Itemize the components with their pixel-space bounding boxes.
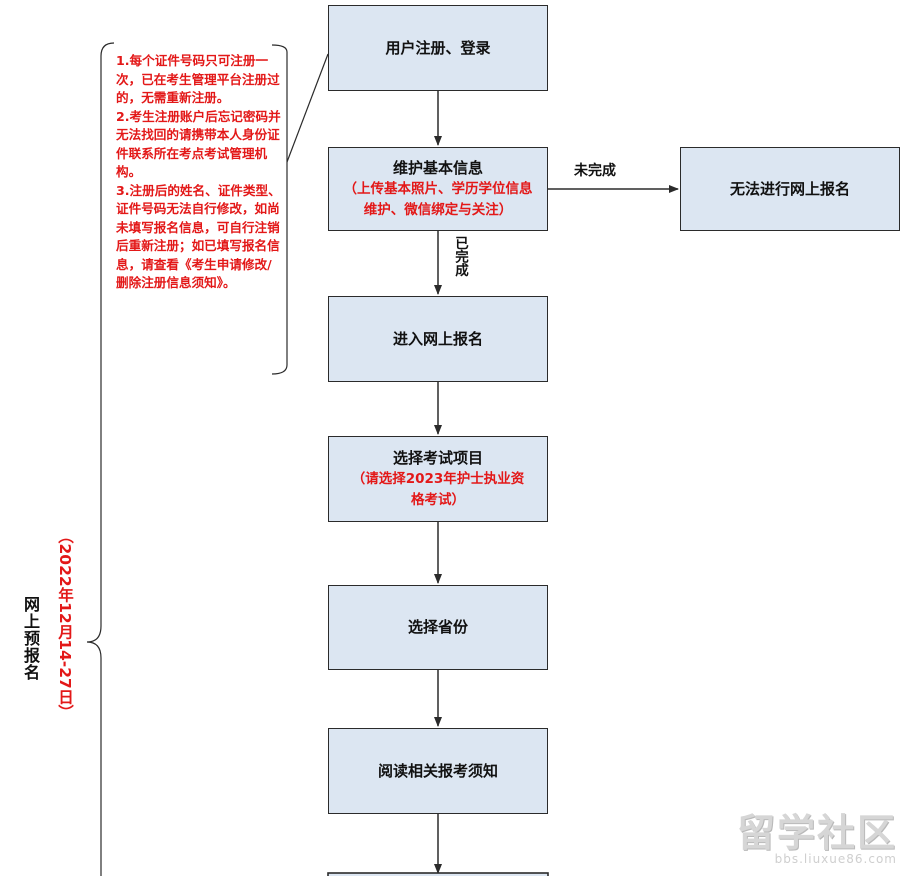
registration-notes: 1.每个证件号码只可注册一次，已在考生管理平台注册过的，无需重新注册。 2.考生… — [116, 52, 284, 293]
step-register-login-label: 用户注册、登录 — [385, 38, 491, 57]
step-select-exam: 选择考试项目 （请选择2023年护士执业资格考试） — [328, 436, 548, 522]
step-maintain-info-sub: （上传基本照片、学历学位信息维护、微信绑定与关注） — [343, 181, 533, 219]
watermark-url: bbs.liuxue86.com — [774, 852, 897, 866]
phase-title: 网上预报名 — [21, 596, 40, 681]
step-register-login: 用户注册、登录 — [328, 5, 548, 91]
step-cannot-register: 无法进行网上报名 — [680, 147, 900, 231]
step-select-province: 选择省份 — [328, 585, 548, 670]
next-step-box-partial — [327, 872, 549, 876]
step-maintain-info-title: 维护基本信息 — [392, 158, 483, 177]
edge-label-not-done: 未完成 — [574, 163, 616, 179]
step-read-notice: 阅读相关报考须知 — [328, 728, 548, 814]
site-watermark: 留学社区 bbs.liuxue86.com — [737, 814, 897, 866]
phase-date: （2022年12月14-27日） — [56, 528, 74, 720]
step-read-notice-label: 阅读相关报考须知 — [377, 761, 498, 780]
step-select-province-label: 选择省份 — [407, 618, 468, 637]
step-select-exam-title: 选择考试项目 — [392, 448, 483, 467]
step-maintain-info: 维护基本信息 （上传基本照片、学历学位信息维护、微信绑定与关注） — [328, 147, 548, 231]
watermark-logo-text: 留学社区 — [736, 811, 897, 855]
phase-brace — [86, 42, 115, 876]
note-item-2: 2.考生注册账户后忘记密码并无法找回的请携带本人身份证件联系所在考点考试管理机构… — [116, 108, 281, 180]
step-enter-online-label: 进入网上报名 — [392, 329, 483, 348]
note-connector-line — [286, 53, 329, 163]
edge-label-done: 已完成 — [452, 236, 468, 277]
step-enter-online: 进入网上报名 — [328, 296, 548, 382]
step-cannot-register-label: 无法进行网上报名 — [729, 179, 850, 198]
note-item-3: 3.注册后的姓名、证件类型、证件号码无法自行修改，如尚未填写报名信息，可自行注销… — [116, 182, 281, 291]
note-item-1: 1.每个证件号码只可注册一次，已在考生管理平台注册过的，无需重新注册。 — [116, 53, 280, 105]
note-bracket — [271, 44, 288, 375]
step-select-exam-sub: （请选择2023年护士执业资格考试） — [351, 471, 525, 509]
